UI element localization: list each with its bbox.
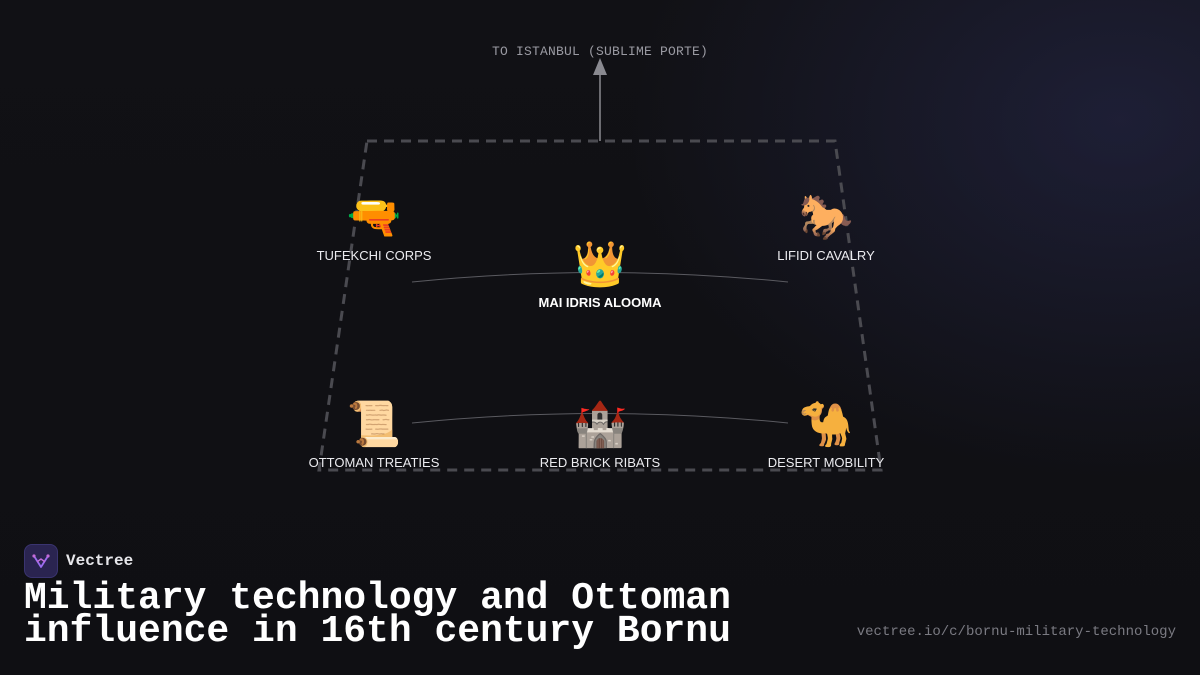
node-desert-mobility: 🐪 DESERT MOBILITY <box>736 399 916 470</box>
arrow-head <box>593 58 607 75</box>
source-url[interactable]: vectree.io/c/bornu-military-technology <box>856 624 1176 640</box>
node-tufekchi-corps: 🔫 TUFEKCHI CORPS <box>284 192 464 263</box>
castle-icon: 🏰 <box>572 400 628 449</box>
crown-icon: 👑 <box>572 240 628 289</box>
node-ottoman-treaties: 📜 OTTOMAN TREATIES <box>284 399 464 470</box>
scroll-icon: 📜 <box>346 400 402 449</box>
vectree-logo-icon <box>24 544 58 578</box>
node-label: TUFEKCHI CORPS <box>316 248 432 263</box>
page-title: Military technology and Ottoman influenc… <box>24 577 731 653</box>
brand-name: Vectree <box>66 552 134 570</box>
upper-connector-arc <box>411 272 789 283</box>
node-red-brick-ribats: 🏰 RED BRICK RIBATS <box>510 399 690 470</box>
node-mai-idris-alooma: 👑 MAI IDRIS ALOOMA <box>510 239 690 310</box>
node-label: MAI IDRIS ALOOMA <box>538 295 662 310</box>
node-label: LIFIDI CAVALRY <box>777 248 875 263</box>
lower-connector-arc <box>411 413 789 424</box>
node-label: DESERT MOBILITY <box>767 455 885 470</box>
brand-block: Vectree <box>24 544 133 578</box>
horse-icon: 🐎 <box>798 193 854 242</box>
camel-icon: 🐪 <box>798 400 854 449</box>
node-label: RED BRICK RIBATS <box>539 455 661 470</box>
dashed-frame <box>317 139 883 472</box>
istanbul-direction-label: TO ISTANBUL (SUBLIME PORTE) <box>491 44 709 59</box>
node-lifidi-cavalry: 🐎 LIFIDI CAVALRY <box>736 192 916 263</box>
node-label: OTTOMAN TREATIES <box>308 455 440 470</box>
pistol-icon: 🔫 <box>346 193 402 242</box>
